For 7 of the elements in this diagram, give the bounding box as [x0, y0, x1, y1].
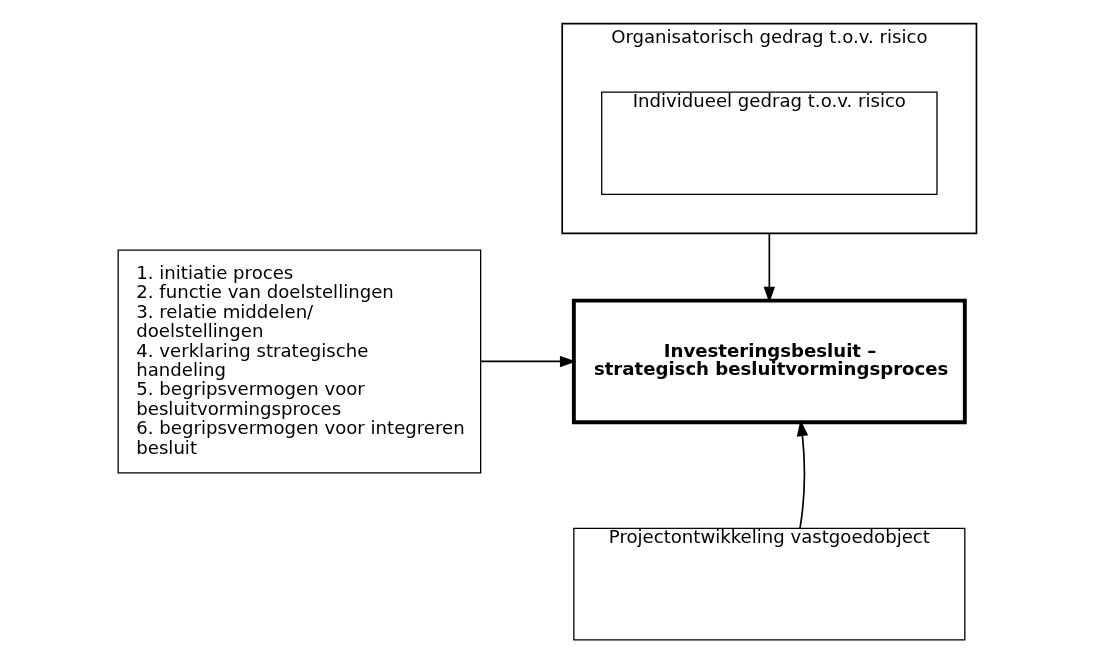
- node-box: 1. initiatie proces 2. functie van doelstellingen 3. relatie middelen/ doelstellingen 4. verklaring strategische handeling 5. begripsvermogen voor besluitvormingsproces 6. begripsvermogen voor integreren besluit: [117, 249, 481, 474]
- node-box: Projectontwikkeling vastgoedobject: [572, 527, 965, 641]
- arrow: [479, 355, 576, 368]
- arrow: [763, 232, 775, 304]
- node-box: Individueel gedrag t.o.v. risico: [600, 91, 938, 196]
- node-box: Investeringsbesluit – strategisch besluitvormingsproces: [571, 298, 967, 425]
- arrow: [796, 419, 808, 529]
